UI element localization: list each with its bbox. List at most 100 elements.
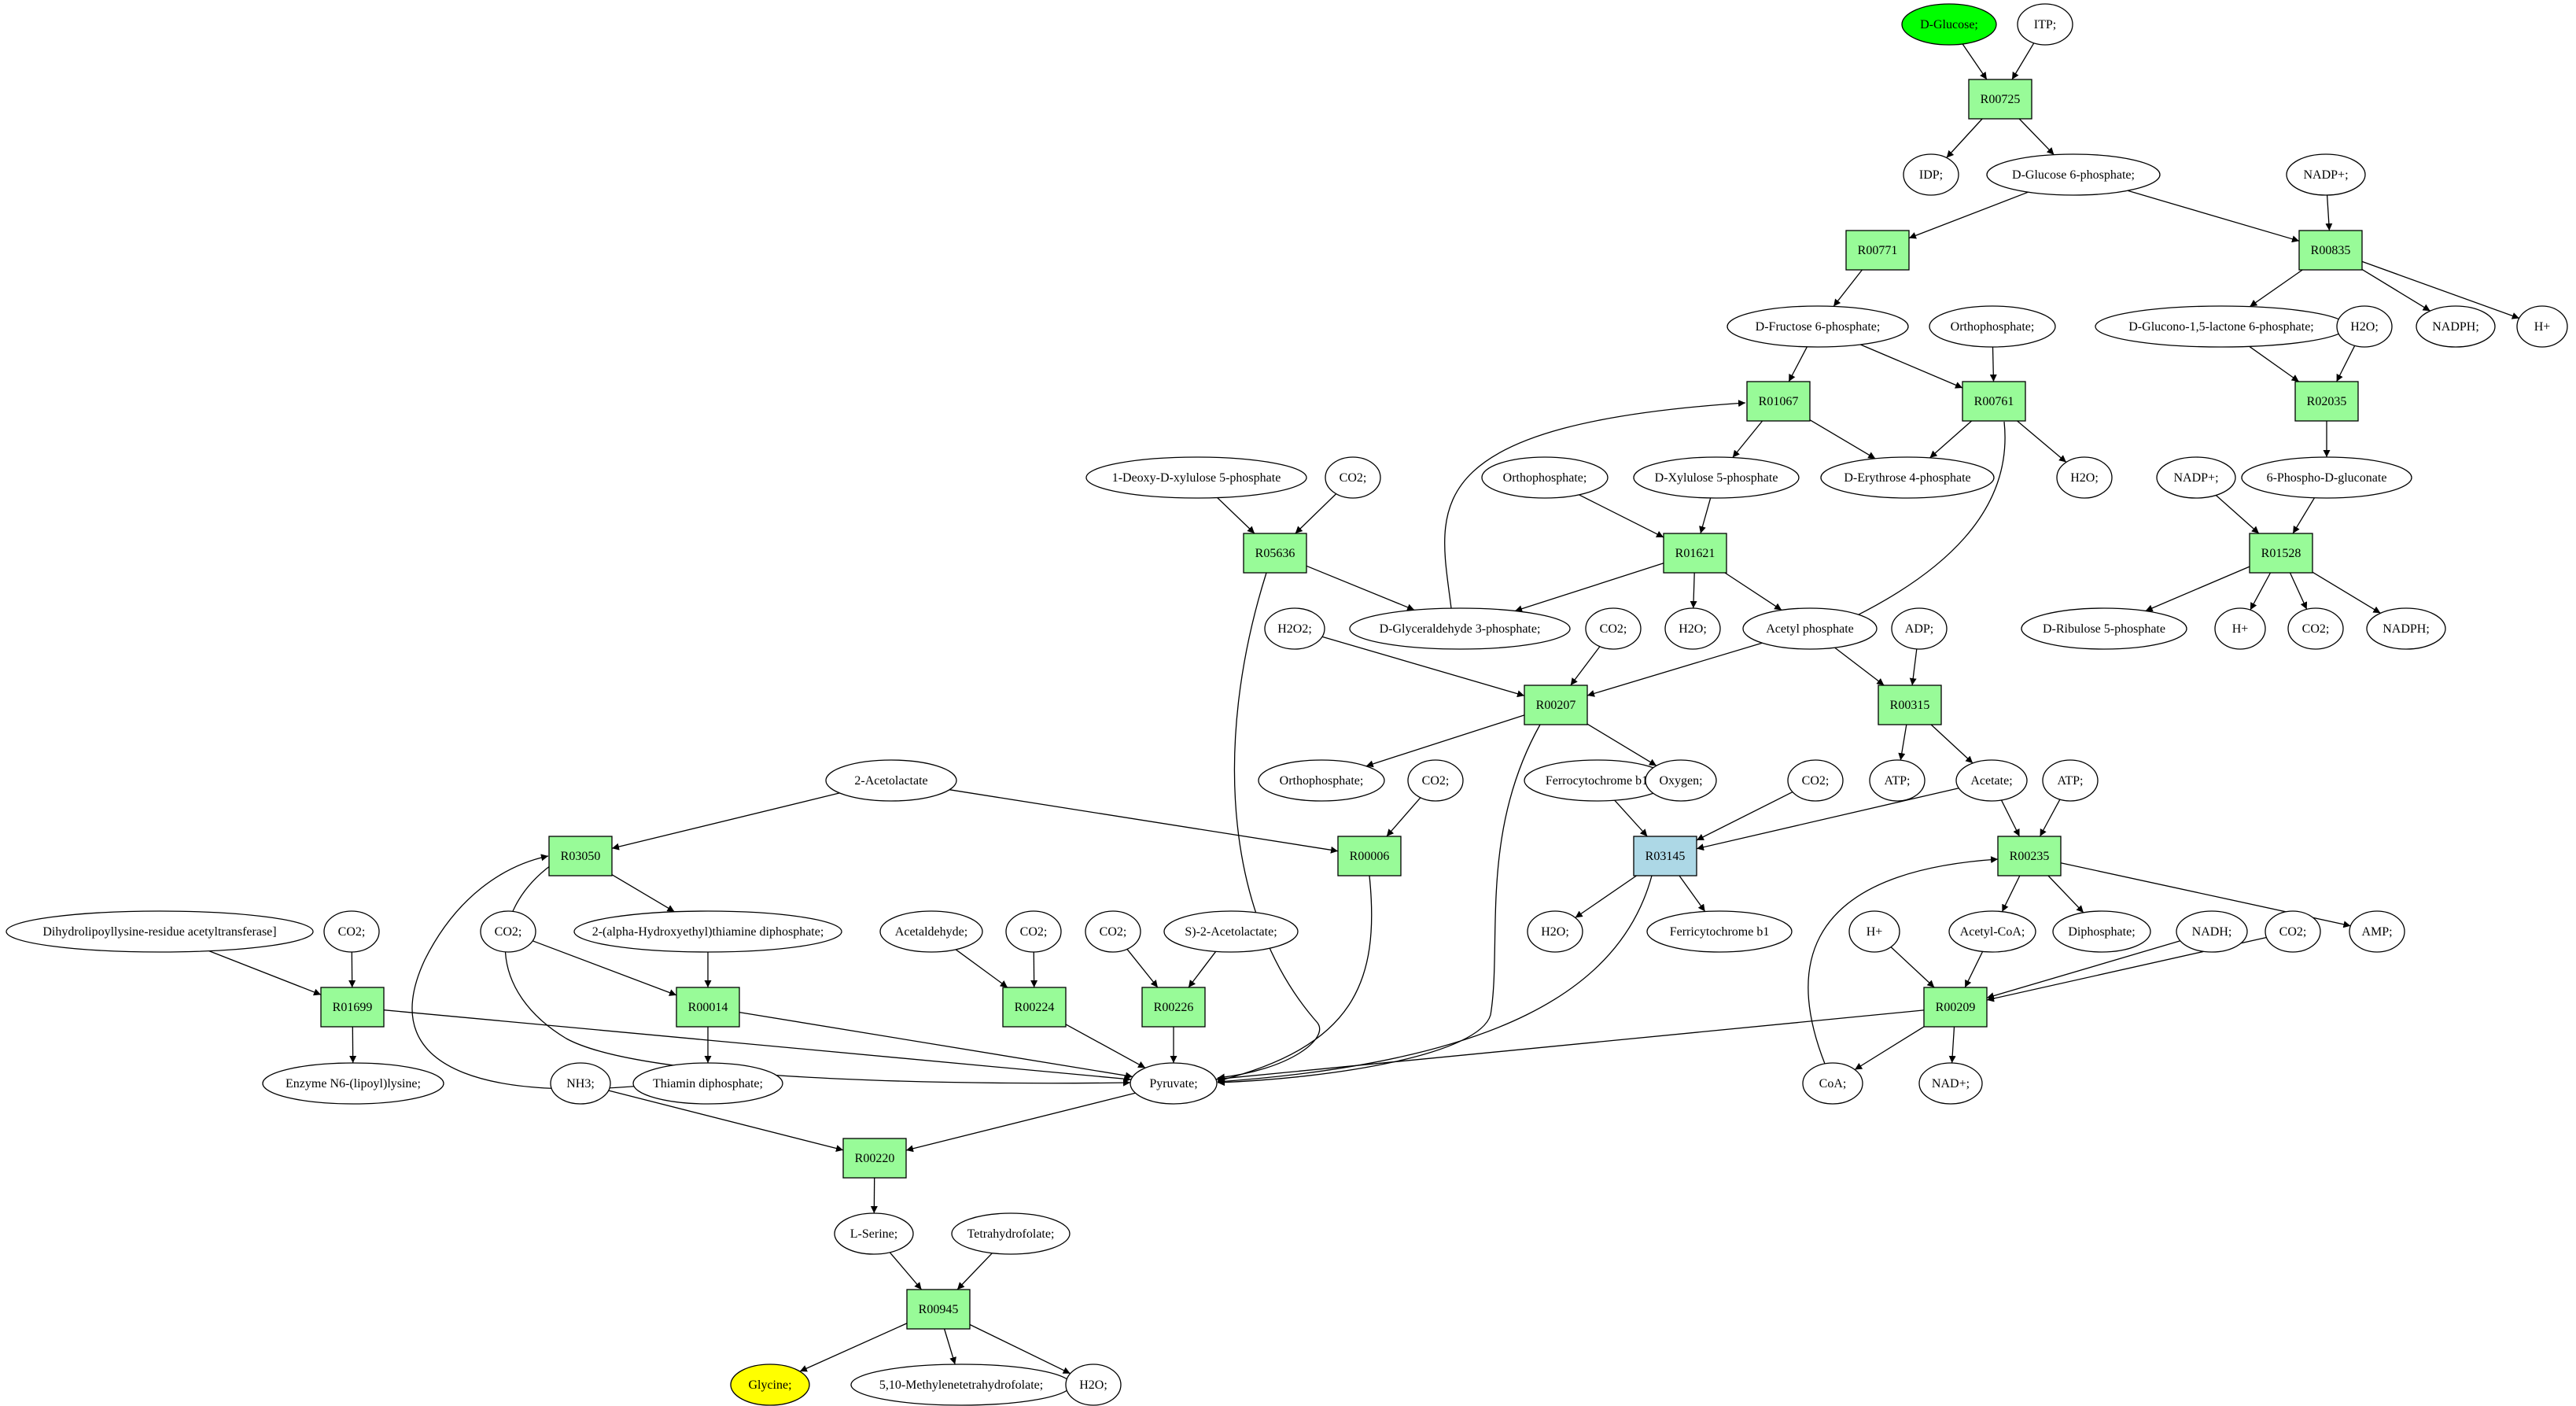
compound-ellipse <box>2287 607 2344 650</box>
compound-label: D-Glucose; <box>1920 18 1978 31</box>
compound-node: ITP; <box>2017 3 2073 46</box>
compound-node: D-Glyceraldehyde 3-phosphate; <box>1349 607 1571 650</box>
edge-r00771-to-c_f6p <box>1833 269 1863 307</box>
compound-node: Thiamin diphosphate; <box>632 1062 783 1105</box>
edge-c_acetate-to-r03145 <box>1696 788 1959 851</box>
compound-node: NH3; <box>550 1062 611 1105</box>
compound-ellipse <box>550 1062 611 1105</box>
reaction-node: R00315 <box>1878 685 1942 725</box>
compound-node: Pyruvate; <box>1130 1062 1218 1105</box>
compound-ellipse <box>1264 607 1325 650</box>
edge-c_atpB-to-r00235 <box>2039 799 2061 837</box>
compound-node: H2O; <box>1527 910 1583 953</box>
compound-ellipse <box>1664 607 1721 650</box>
compound-ellipse <box>1929 305 2056 348</box>
compound-ellipse <box>2349 910 2405 953</box>
compound-ellipse <box>1918 1062 1983 1105</box>
compound-label: CoA; <box>1819 1077 1847 1090</box>
compound-ellipse <box>879 910 983 953</box>
edge-r00209-to-c_pyruvate <box>1215 1009 1925 1083</box>
compound-label: NADPH; <box>2383 622 2430 636</box>
compound-node: 2-(alpha-Hydroxyethyl)thiamine diphospha… <box>573 910 842 953</box>
compound-node: Acetate; <box>1955 759 2028 802</box>
compound-ellipse <box>1645 759 1717 802</box>
edge-c_acp-to-r00207 <box>1587 642 1763 697</box>
edge-r00315-to-c_atpA <box>1898 724 1907 761</box>
compound-node: Ferrocytochrome b1 <box>1524 759 1670 802</box>
reaction-box <box>1845 230 1910 271</box>
compound-ellipse <box>2017 3 2073 46</box>
compound-ellipse <box>1802 1062 1863 1105</box>
compound-node: CO2; <box>323 910 380 953</box>
reaction-label: R00014 <box>688 1001 728 1014</box>
compound-ellipse <box>1481 456 1609 499</box>
reaction-node: R03145 <box>1633 836 1697 876</box>
edge-r01528-to-c_hplus2 <box>2250 572 2272 611</box>
reaction-box <box>548 836 613 876</box>
compound-node: ATP; <box>2042 759 2099 802</box>
edge-r03145-to-c_ferricyt <box>1679 875 1706 912</box>
compound-label: NADH; <box>2192 925 2232 939</box>
compound-node: NADH; <box>2176 910 2248 953</box>
compound-node: NADP+; <box>2286 153 2366 196</box>
compound-label: S)-2-Acetolactate; <box>1185 925 1277 939</box>
compound-label: H2O; <box>1679 622 1707 636</box>
compound-ellipse <box>2176 910 2248 953</box>
compound-node: H+ <box>2214 607 2266 650</box>
compound-label: H+ <box>2232 622 2249 636</box>
reaction-label: R01699 <box>333 1001 373 1014</box>
compound-label: Acetyl-CoA; <box>1960 925 2025 939</box>
compound-label: H2O; <box>2350 320 2379 334</box>
compound-label: Diphosphate; <box>2068 925 2135 939</box>
reaction-label: R00315 <box>1890 699 1930 712</box>
compound-node: Ferricytochrome b1 <box>1646 910 1793 953</box>
reaction-label: R01528 <box>2261 547 2301 560</box>
reaction-node: R02035 <box>2294 381 2359 422</box>
reaction-label: R00771 <box>1858 244 1898 257</box>
compound-ellipse <box>2214 607 2266 650</box>
compound-label: Thiamin diphosphate; <box>653 1077 763 1090</box>
reaction-node: R05636 <box>1243 533 1307 574</box>
compound-node: Orthophosphate; <box>1481 456 1609 499</box>
compound-label: CO2; <box>495 925 522 939</box>
reaction-box <box>842 1138 907 1179</box>
reaction-label: R05636 <box>1255 547 1295 560</box>
compound-ellipse <box>480 910 536 953</box>
edge-r01067-to-c_xu5p <box>1732 420 1763 458</box>
compound-ellipse <box>1349 607 1571 650</box>
edge-r00207-to-c_oxygen <box>1587 723 1657 766</box>
reaction-box <box>1878 685 1942 725</box>
edge-c_hplus3-to-r00209 <box>1890 947 1935 988</box>
reaction-box <box>1633 836 1697 876</box>
compound-ellipse <box>2336 305 2393 348</box>
compound-node: S)-2-Acetolactate; <box>1163 910 1299 953</box>
edge-r00945-to-c_glycine <box>799 1323 908 1372</box>
reaction-box <box>320 987 385 1028</box>
edge-c_dxp-to-r05636 <box>1217 497 1255 534</box>
edge-r01528-to-c_nadph2 <box>2312 571 2381 614</box>
compound-ellipse <box>632 1062 783 1105</box>
reaction-box <box>1663 533 1727 574</box>
compound-label: Acetyl phosphate <box>1766 622 1854 636</box>
edge-c_co2B-to-r00207 <box>1570 646 1601 686</box>
reaction-box <box>2298 230 2363 271</box>
compound-label: NADP+; <box>2173 471 2218 485</box>
edge-r00209-to-c_nad <box>1948 1026 1956 1064</box>
compound-node: Orthophosphate; <box>1258 759 1385 802</box>
reaction-label: R00725 <box>1981 93 2021 106</box>
compound-ellipse <box>1585 607 1642 650</box>
reaction-label: R00226 <box>1154 1001 1194 1014</box>
compound-node: Orthophosphate; <box>1929 305 2056 348</box>
compound-label: CO2; <box>1340 471 1367 485</box>
compound-label: Orthophosphate; <box>1503 471 1587 485</box>
compound-label: Dihydrolipoyllysine-residue acetyltransf… <box>42 925 276 939</box>
compound-ellipse <box>1820 456 1995 499</box>
compound-label: AMP; <box>2361 925 2392 939</box>
edge-r05636-to-c_pyruvate <box>1217 572 1321 1081</box>
edge-r00761-to-c_acp <box>1844 421 2006 622</box>
compound-label: Enzyme N6-(lipoyl)lysine; <box>286 1077 421 1090</box>
compound-label: CO2; <box>1100 925 1127 939</box>
edge-c_orthoA-to-r00761 <box>1989 346 1997 382</box>
edge-c_thf-to-r00945 <box>956 1253 993 1290</box>
